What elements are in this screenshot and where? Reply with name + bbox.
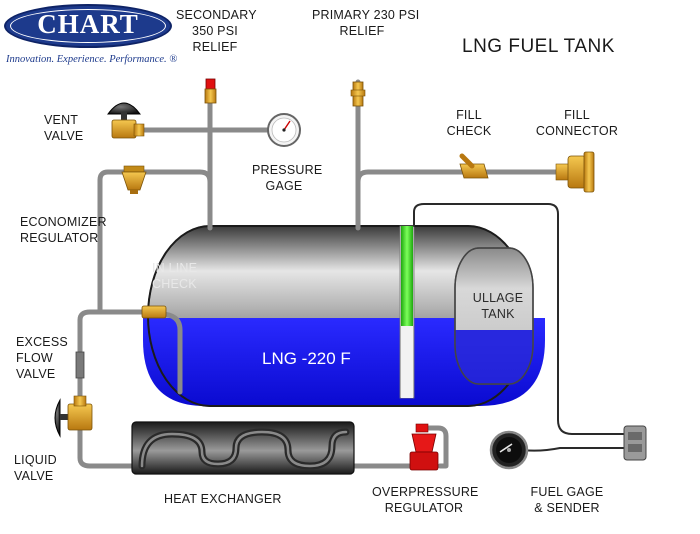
vent-valve [107, 102, 145, 139]
diagram-title: LNG FUEL TANK [462, 36, 615, 57]
excess-flow-valve [75, 351, 85, 379]
level-probe [399, 225, 415, 399]
piping [77, 79, 625, 469]
liquid-valve [54, 395, 93, 438]
label-ullage-tank: ULLAGE TANK [472, 291, 524, 321]
label-fill-connector: FILL CONNECTOR [535, 108, 619, 138]
fill-check-valve [459, 153, 489, 179]
label-vent-valve: VENT VALVE [44, 113, 84, 143]
fuel-sender-connector [623, 425, 647, 461]
label-lng: LNG -220 F [262, 349, 351, 368]
label-fill-check: FILL CHECK [446, 108, 492, 138]
logo-brand: CHART [37, 9, 139, 39]
heat-exchanger [131, 421, 355, 475]
primary-relief-valve [350, 81, 366, 107]
ullage-tank [454, 247, 534, 385]
label-overpressure-regulator: OVERPRESSURE REGULATOR [372, 485, 479, 515]
label-economizer-regulator: ECONOMIZER REGULATOR [20, 215, 107, 245]
label-pressure-gage: PRESSURE GAGE [252, 163, 323, 193]
label-primary-relief: PRIMARY 230 PSI RELIEF [312, 8, 420, 38]
fuel-gage [489, 430, 529, 470]
fill-connector [555, 151, 595, 193]
pressure-gage [267, 113, 301, 147]
logo-oval [4, 4, 172, 48]
in-line-check-valve [141, 305, 167, 319]
label-secondary-relief: SECONDARY 350 PSI RELIEF [176, 8, 257, 54]
label-excess-flow-valve: EXCESS FLOW VALVE [16, 335, 68, 381]
chart-logo: CHART Innovation. Experience. Performanc… [4, 4, 178, 68]
economizer-regulator [121, 165, 147, 194]
secondary-relief-valve [204, 78, 217, 104]
overpressure-regulator [409, 423, 439, 471]
label-heat-exchanger: HEAT EXCHANGER [164, 492, 282, 506]
label-in-line-check: IN LINE CHECK [152, 261, 198, 291]
label-fuel-gage-sender: FUEL GAGE & SENDER [530, 485, 604, 515]
logo-tagline: Innovation. Experience. Performance. ® [6, 54, 178, 65]
label-liquid-valve: LIQUID VALVE [14, 453, 57, 483]
